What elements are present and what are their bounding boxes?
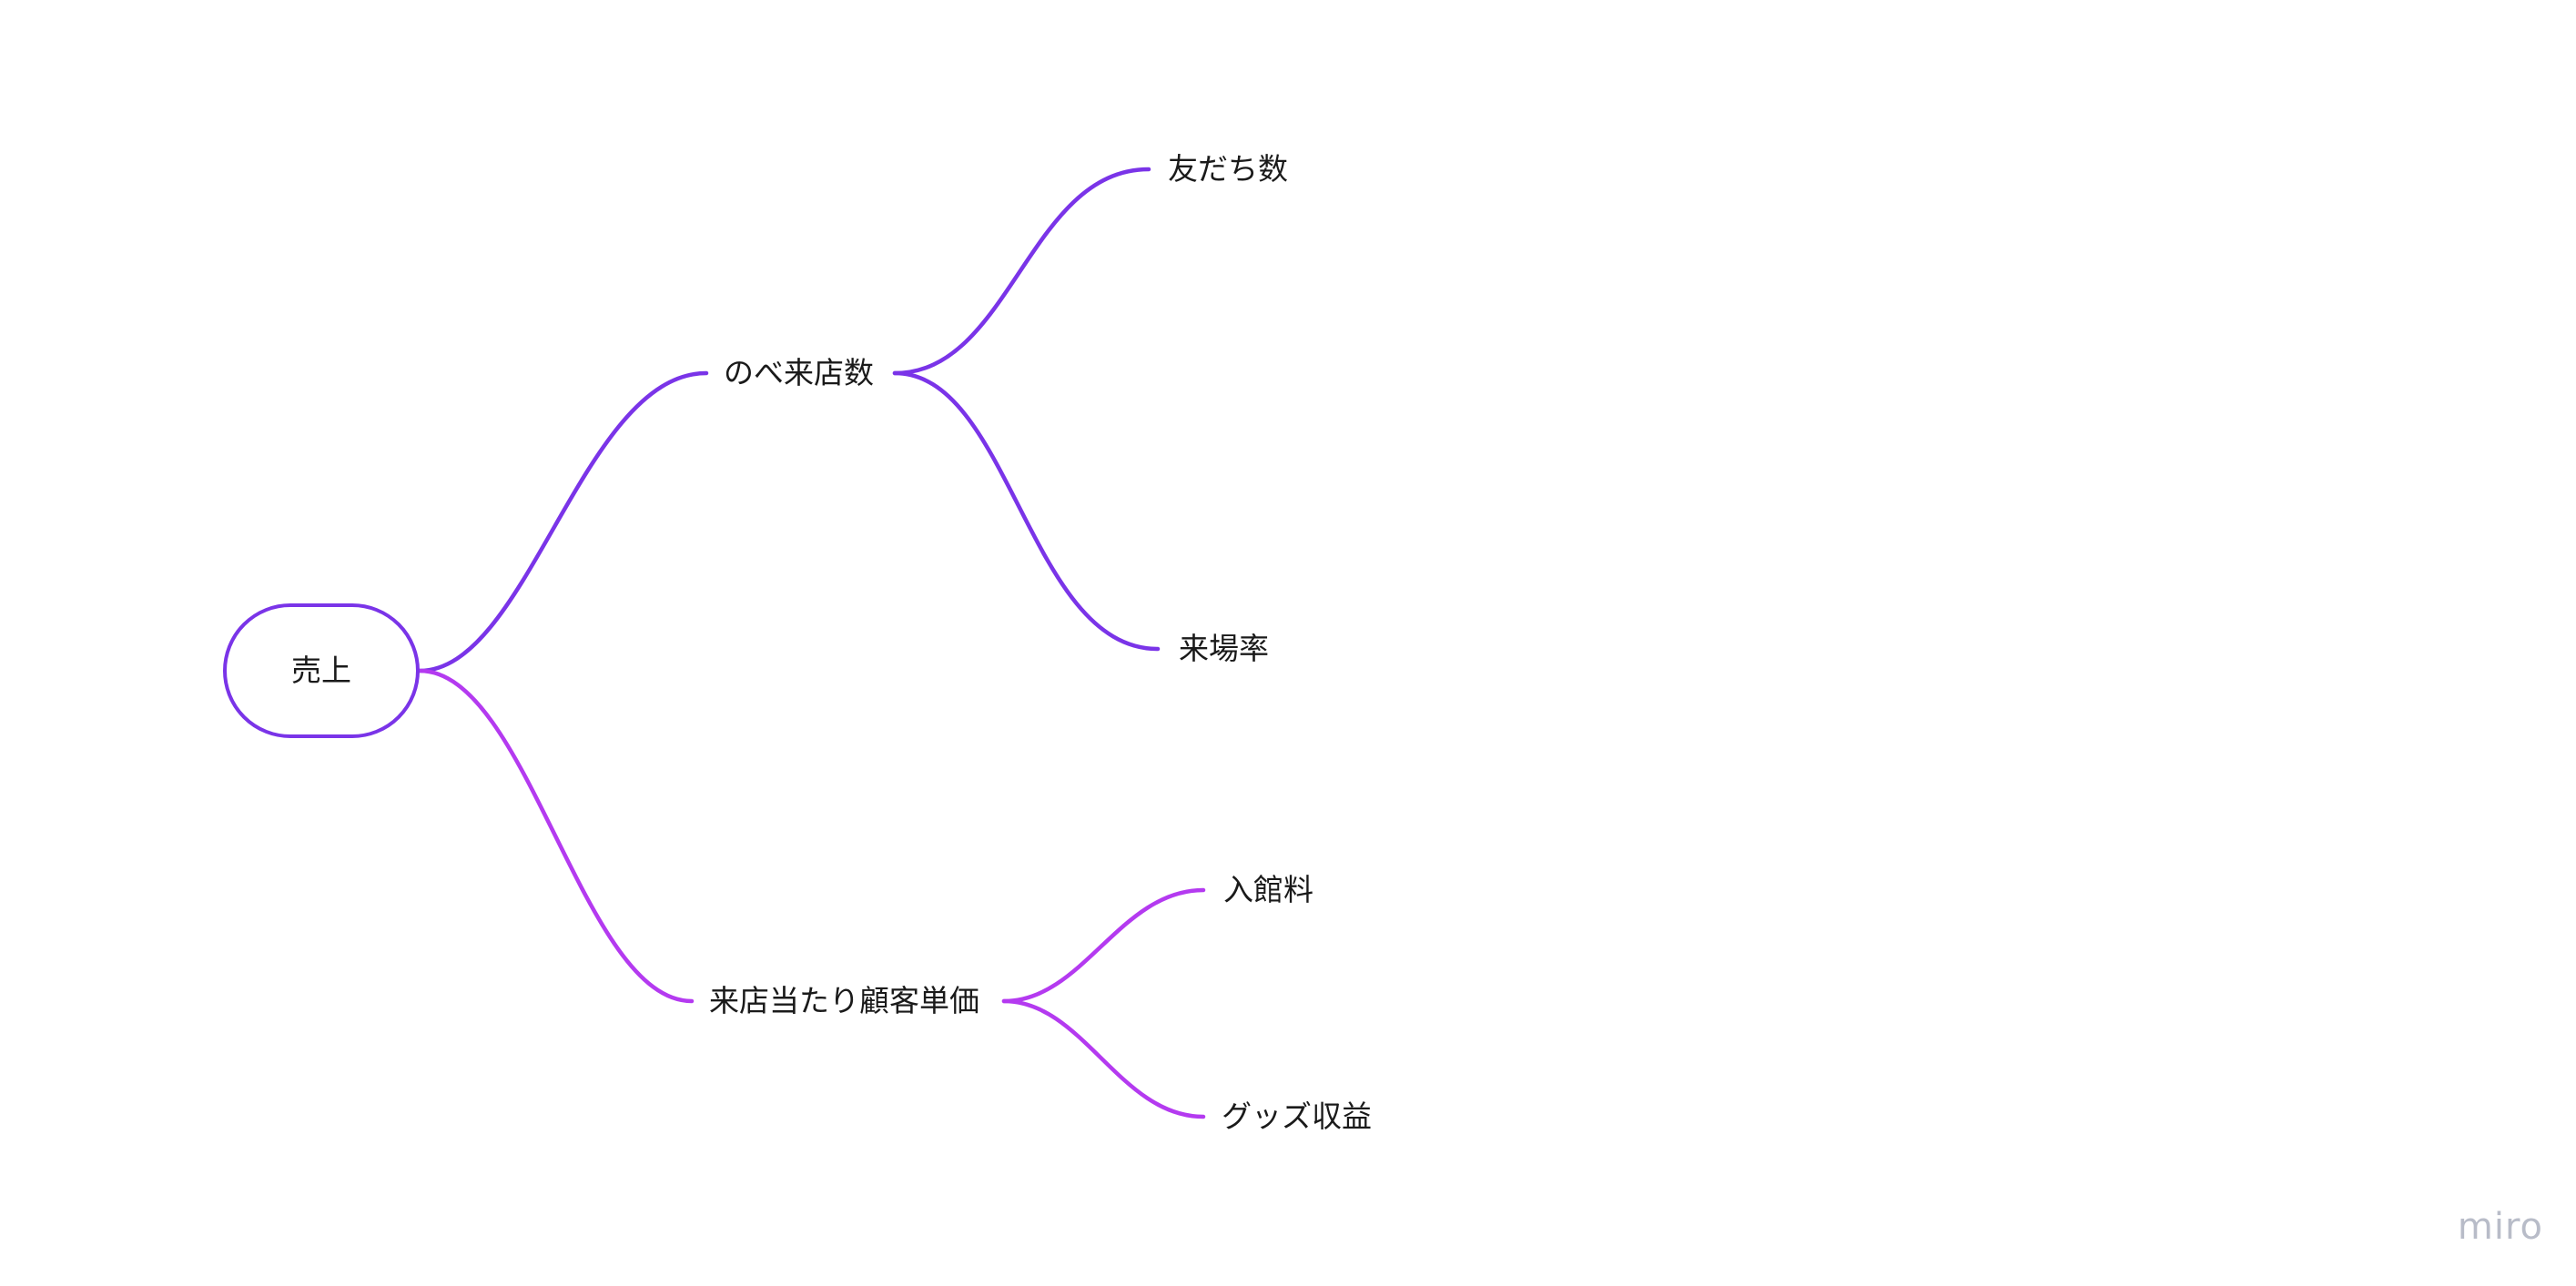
branch-node-2[interactable]: 来店当たり顧客単価 — [709, 983, 979, 1019]
leaf-node-1-2[interactable]: 来場率 — [1179, 631, 1269, 667]
miro-watermark-logo: miro — [2457, 1206, 2543, 1248]
leaf-node-1-2-label: 来場率 — [1179, 631, 1269, 666]
leaf-node-1-1[interactable]: 友だち数 — [1168, 151, 1288, 187]
leaf-node-2-1[interactable]: 入館料 — [1223, 872, 1313, 908]
root-node-label: 売上 — [291, 653, 351, 688]
root-node[interactable]: 売上 — [223, 603, 420, 738]
edge-branch-2-to-child-1 — [1001, 887, 1206, 1004]
edge-branch-1-to-child-2 — [892, 370, 1161, 652]
branch-node-1[interactable]: のべ来店数 — [724, 355, 874, 391]
branch-node-1-label: のべ来店数 — [724, 355, 874, 390]
edge-branch-2-to-child-2 — [1001, 998, 1206, 1119]
edge-root-to-branch-1 — [417, 370, 709, 673]
leaf-node-1-1-label: 友だち数 — [1168, 151, 1288, 187]
leaf-node-2-2[interactable]: グッズ収益 — [1222, 1099, 1372, 1135]
branch-node-2-label: 来店当たり顧客単価 — [709, 983, 979, 1018]
edge-root-to-branch-2 — [417, 668, 695, 1004]
leaf-node-2-1-label: 入館料 — [1223, 872, 1313, 907]
edge-branch-1-to-child-1 — [892, 167, 1151, 376]
leaf-node-2-2-label: グッズ収益 — [1222, 1099, 1372, 1134]
